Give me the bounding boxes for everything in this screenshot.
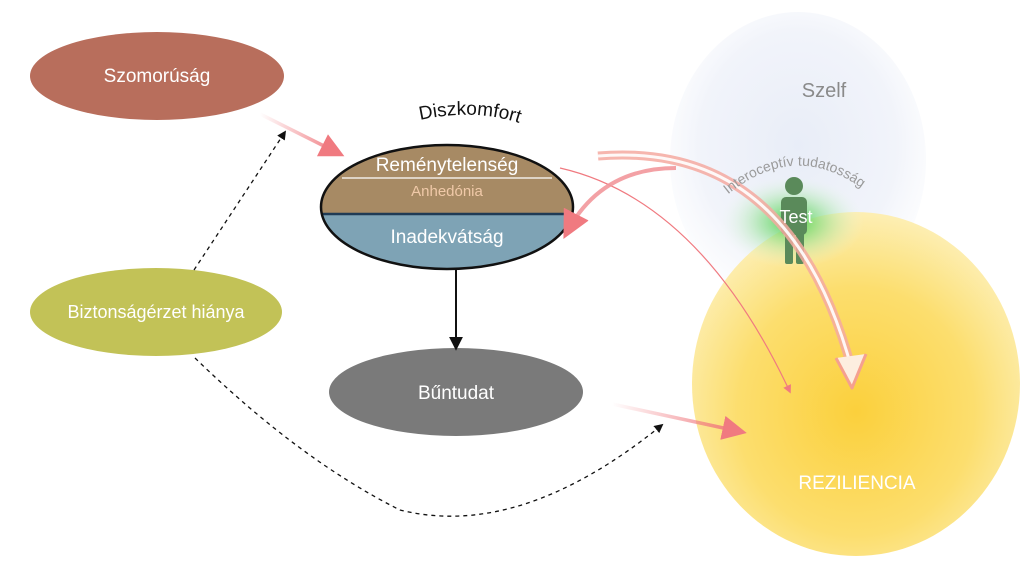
discomfort-label: Diszkomfort <box>417 99 524 128</box>
guilt-label: Bűntudat <box>418 383 495 404</box>
security-to-sadness-arrow <box>193 130 287 271</box>
anhedonia-label: Anhedónia <box>411 183 483 200</box>
lack-of-security-label: Biztonságérzet hiánya <box>67 302 245 322</box>
self-to-inadequacy-arrow <box>563 166 677 239</box>
hopelessness-to-resilience-arrow <box>559 167 791 394</box>
security-to-resilience-arrow <box>194 357 664 517</box>
sadness-to-center-arrow <box>259 112 345 157</box>
sadness-node <box>30 32 284 120</box>
self-label: Szelf <box>802 80 847 102</box>
lack-of-security-node <box>30 268 282 356</box>
hopelessness-inadequacy-node <box>319 143 575 271</box>
guilt-to-resilience-arrow <box>611 402 747 440</box>
sadness-label: Szomorúság <box>104 66 211 87</box>
inadequacy-label: Inadekvátság <box>390 227 503 248</box>
guilt-node <box>329 348 583 436</box>
discomfort-arrowhead <box>834 353 868 390</box>
hopelessness-label: Reménytelenség <box>376 155 519 176</box>
resilience-label: REZILIENCIA <box>798 473 916 494</box>
resilience-circle <box>692 212 1020 556</box>
body-label: Test <box>779 207 812 227</box>
